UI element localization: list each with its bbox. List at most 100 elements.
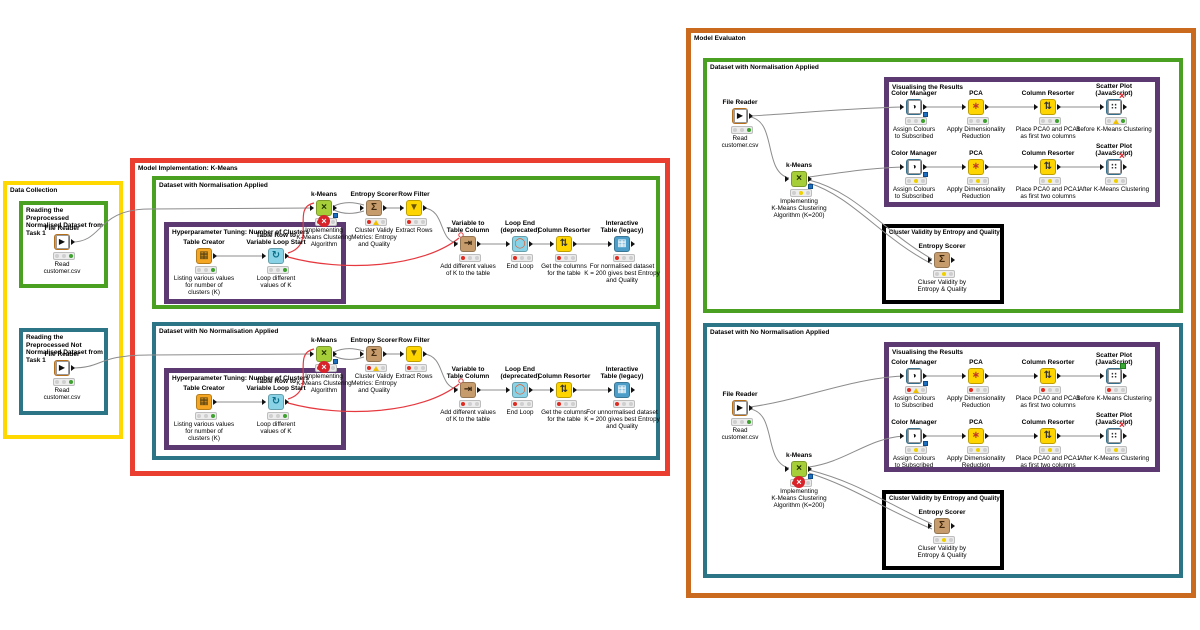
column-resorter-icon-glyph: ⇅ (1043, 370, 1053, 381)
close-view-icon[interactable]: × (1119, 420, 1125, 431)
output-port (333, 205, 337, 211)
pca-icon-glyph: ∗ (971, 430, 981, 441)
node-caption: Implementing K-Means Clustering Algorith… (771, 198, 827, 220)
annotation-reading-not-normalised[interactable]: Reading the Preprocessed Not Normalised … (19, 328, 108, 415)
close-view-icon[interactable]: × (1119, 91, 1125, 102)
node-n39-pca[interactable]: PCA∗Apply Dimensionality Reduction (936, 406, 1016, 484)
node-n19-col-resorter[interactable]: Column Resorter⇅Get the columns for the … (524, 360, 604, 438)
node-n2-file-reader[interactable]: File Reader▶Read customer.csv (22, 338, 102, 416)
node-n41-scatter-plot[interactable]: Scatter Plot (JavaScript)∷×After K-Means… (1074, 406, 1154, 484)
node-n33-kmeans[interactable]: k-Means××Implementing K-Means Clustering… (759, 439, 839, 517)
node-n7-row-filter[interactable]: Row Filter▼Extract Rows (374, 178, 454, 256)
traffic-light (459, 400, 481, 408)
node-n17-var-to-table[interactable]: Variable to Table Column⇥Add different v… (428, 360, 508, 438)
traffic-light-off (907, 448, 911, 452)
column-resorter-icon-glyph: ⇅ (1043, 161, 1053, 172)
annotation-visualising-results-1[interactable]: Visualising the Results (884, 77, 1160, 207)
traffic-light-red (907, 388, 911, 392)
traffic-light (967, 386, 989, 394)
node-caption: Place PCA0 and PCA1 as first two columns (1015, 126, 1081, 141)
annotation-title: Dataset with Normalisation Applied (710, 64, 819, 71)
node-n25-col-resorter[interactable]: Column Resorter⇅Place PCA0 and PCA1 as f… (1008, 77, 1088, 155)
node-name: Color Manager (891, 90, 937, 97)
traffic-light (1039, 177, 1061, 185)
node-n30-scatter-plot[interactable]: Scatter Plot (JavaScript)∷×After K-Means… (1074, 137, 1154, 215)
annotation-model-implementation[interactable]: Model Implementation: K-Means (130, 158, 670, 476)
node-n11-interactive-table[interactable]: Interactive Table (legacy)▦For normalise… (582, 214, 662, 292)
output-port (285, 253, 289, 259)
traffic-light-off (1107, 448, 1111, 452)
node-n28-pca[interactable]: PCA∗Apply Dimensionality Reduction (936, 137, 1016, 215)
node-n8-var-to-table[interactable]: Variable to Table Column⇥Add different v… (428, 214, 508, 292)
traffic-light-off (331, 366, 335, 370)
node-n10-col-resorter[interactable]: Column Resorter⇅Get the columns for the … (524, 214, 604, 292)
node-n36-col-resorter[interactable]: Column Resorter⇅Place PCA0 and PCA1 as f… (1008, 346, 1088, 424)
node-n3-table-creator[interactable]: Table Creator▦Listing various values for… (164, 226, 244, 304)
node-n29-col-resorter[interactable]: Column Resorter⇅Place PCA0 and PCA1 as f… (1008, 137, 1088, 215)
node-n23-color-manager[interactable]: Color Manager◑Assign Colours to Subscrib… (874, 77, 954, 155)
node-name: Interactive Table (legacy) (600, 366, 644, 380)
node-n26-scatter-plot[interactable]: Scatter Plot (JavaScript)∷×Before K-Mean… (1074, 77, 1154, 155)
node-n32-file-reader[interactable]: File Reader▶Read customer.csv (700, 378, 780, 456)
output-port (383, 205, 387, 211)
node-n18-loop-end[interactable]: Loop End (deprecated)◯End Loop (480, 360, 560, 438)
node-n20-interactive-table[interactable]: Interactive Table (legacy)▦For unnormali… (582, 360, 662, 438)
node-n38-color-manager[interactable]: Color Manager◑Assign Colours to Subscrib… (874, 406, 954, 484)
traffic-light (905, 446, 927, 454)
node-n16-row-filter[interactable]: Row Filter▼Extract Rows (374, 324, 454, 402)
annotation-impl-normalised[interactable]: Dataset with Normalisation Applied (152, 176, 660, 309)
node-n14-kmeans[interactable]: k-Means××Implementing K-Means Clustering… (284, 324, 364, 402)
input-port (262, 253, 266, 259)
node-n4-loop-start[interactable]: Table Row to Variable Loop Start↻Loop di… (236, 226, 316, 304)
input-port (1034, 373, 1038, 379)
input-port (506, 241, 510, 247)
output-port (285, 399, 289, 405)
traffic-light-off (527, 402, 531, 406)
traffic-light-off (269, 268, 273, 272)
node-n34-color-manager[interactable]: Color Manager◑Assign Colours to Subscrib… (874, 346, 954, 424)
annotation-eval-normalised[interactable]: Dataset with Normalisation Applied (703, 58, 1183, 313)
traffic-light-off (1121, 448, 1125, 452)
annotation-model-evaluation[interactable]: Model Evaluaton (686, 28, 1196, 598)
node-n40-col-resorter[interactable]: Column Resorter⇅Place PCA0 and PCA1 as f… (1008, 406, 1088, 484)
node-n24-pca[interactable]: PCA∗Apply Dimensionality Reduction (936, 77, 1016, 155)
node-n27-color-manager[interactable]: Color Manager◑Assign Colours to Subscrib… (874, 137, 954, 215)
close-view-icon[interactable]: × (1119, 151, 1125, 162)
pca-icon: ∗ (968, 159, 984, 175)
node-caption: Cluser Validity by Entropy & Quality (917, 545, 967, 560)
node-name: Table Row to Variable Loop Start (246, 232, 306, 246)
node-n35-pca[interactable]: PCA∗Apply Dimensionality Reduction (936, 346, 1016, 424)
node-n37-scatter-plot[interactable]: Scatter Plot (JavaScript)∷Before K-Means… (1074, 346, 1154, 424)
node-name: Color Manager (891, 419, 937, 426)
traffic-light-red (615, 256, 619, 260)
node-n1-file-reader[interactable]: File Reader▶Read customer.csv (22, 212, 102, 290)
output-port (985, 433, 989, 439)
pca-icon: ∗ (968, 428, 984, 444)
node-caption: Extract Rows (395, 373, 433, 380)
loop-end-icon-glyph: ◯ (514, 238, 526, 249)
traffic-light-off (622, 402, 626, 406)
node-n21-file-reader[interactable]: File Reader▶Read customer.csv (700, 86, 780, 164)
node-caption: Cluster Validy Metrics: Entropy and Qual… (351, 227, 397, 249)
annotation-impl-not-normalised[interactable]: Dataset with No Normalisation Applied (152, 322, 660, 460)
node-caption: Place PCA0 and PCA1 as first two columns (1015, 395, 1081, 410)
annotation-cluster-validity-2[interactable]: Cluster Validity by Entropy and Quality (882, 490, 1004, 570)
traffic-light (511, 400, 533, 408)
annotation-data-collection[interactable]: Data Collection (3, 181, 123, 439)
traffic-light-off (806, 481, 810, 485)
node-n5-kmeans[interactable]: k-Means××Implementing K-Means Clustering… (284, 178, 364, 256)
node-n12-table-creator[interactable]: Table Creator▦Listing various values for… (164, 372, 244, 450)
annotation-eval-not-normalised[interactable]: Dataset with No Normalisation Applied (703, 323, 1183, 578)
node-n13-loop-start[interactable]: Table Row to Variable Loop Start↻Loop di… (236, 372, 316, 450)
annotation-reading-normalised[interactable]: Reading the Preprocessed Normalised Data… (19, 201, 108, 288)
node-n9-loop-end[interactable]: Loop End (deprecated)◯End Loop (480, 214, 560, 292)
open-view-icon[interactable] (1120, 363, 1126, 369)
node-caption: Add different values of K to the table (440, 263, 496, 278)
scatter-plot-icon: ∷ (1106, 159, 1122, 175)
column-resorter-icon: ⇅ (1040, 159, 1056, 175)
node-n22-kmeans[interactable]: k-Means×Implementing K-Means Clustering … (759, 149, 839, 227)
